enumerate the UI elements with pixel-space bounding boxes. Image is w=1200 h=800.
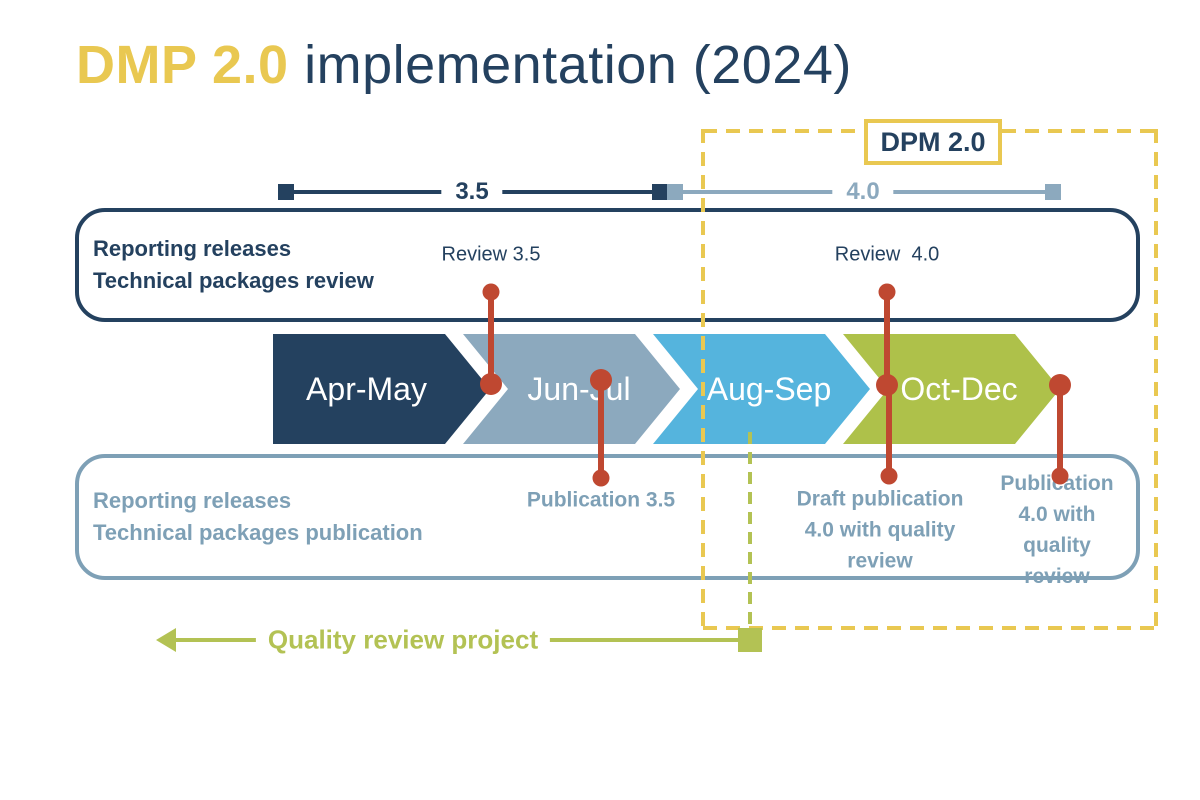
pin-draft-publication-4-0 <box>880 385 898 485</box>
title-brand: DMP 2.0 <box>76 35 289 95</box>
milestone-publication-3-5: Publication 3.5 <box>526 488 676 512</box>
timeline-4-0-label: 4.0 <box>832 178 894 206</box>
quality-review-arrowhead-icon <box>156 628 176 652</box>
pin-dot <box>590 369 612 391</box>
quality-review-project-label: Quality review project <box>255 624 551 656</box>
review-box-title: Reporting releases Technical packages re… <box>79 233 374 297</box>
phase-label: Apr-May <box>306 370 427 407</box>
pin-head <box>482 283 500 301</box>
milestone-draft-publication-4-0: Draft publication 4.0 with quality revie… <box>796 487 964 573</box>
publication-box-title: Reporting releases Technical packages pu… <box>79 485 423 549</box>
phase-chevron-oct-dec: Oct-Dec <box>843 334 1060 444</box>
milestone-review-4-0: Review 4.0 <box>834 243 940 266</box>
phase-chevron-apr-may: Apr-May <box>273 334 490 444</box>
pin-head <box>880 467 898 485</box>
pin-head <box>1051 467 1069 485</box>
publication-box-title-line2: Technical packages publication <box>93 520 423 545</box>
pin-head <box>878 283 896 301</box>
pin-review-4-0 <box>876 283 898 396</box>
publication-box: Reporting releases Technical packages pu… <box>75 454 1140 580</box>
dpm-badge-label: DPM 2.0 <box>880 126 986 157</box>
review-box-title-line2: Technical packages review <box>93 268 374 293</box>
pin-stem <box>488 292 494 384</box>
title-rest: implementation (2024) <box>288 35 852 95</box>
timeline-3-5-label: 3.5 <box>441 178 503 206</box>
quality-review-dashed-connector <box>748 432 752 630</box>
dpm-badge: DPM 2.0 <box>864 119 1002 165</box>
timeline-3-5-start-marker <box>278 184 294 200</box>
dpm-scope-border-bottom <box>703 626 1158 630</box>
pin-stem <box>598 380 604 478</box>
pin-publication-3-5 <box>590 369 612 487</box>
timeline-4-0-end-marker <box>1045 184 1061 200</box>
phase-chevron-aug-sep: Aug-Sep <box>653 334 870 444</box>
phase-label: Jun-Jul <box>527 370 631 407</box>
pin-head <box>592 469 610 487</box>
review-box-title-line1: Reporting releases <box>93 236 292 261</box>
quality-review-anchor-marker <box>738 628 762 652</box>
milestone-publication-4-0: Publication 4.0 with quality review <box>1000 472 1113 588</box>
pin-dot <box>480 373 502 395</box>
review-box: Reporting releases Technical packages re… <box>75 208 1140 322</box>
timeline-4-0-start-marker <box>667 184 683 200</box>
pin-stem <box>884 292 890 385</box>
pin-stem <box>886 385 892 476</box>
pin-stem <box>1057 385 1063 476</box>
timeline-3-5-end-marker <box>652 184 668 200</box>
dpm-scope-border-right <box>1154 129 1158 630</box>
milestone-review-3-5: Review 3.5 <box>441 243 541 266</box>
publication-box-title-line1: Reporting releases <box>93 488 292 513</box>
pin-publication-4-0 <box>1049 374 1071 485</box>
phase-label: Aug-Sep <box>706 370 832 407</box>
page-title: DMP 2.0 implementation (2024) <box>76 34 852 96</box>
pin-review-3-5 <box>480 283 502 395</box>
pin-dot <box>1049 374 1071 396</box>
phase-label: Oct-Dec <box>900 370 1018 407</box>
